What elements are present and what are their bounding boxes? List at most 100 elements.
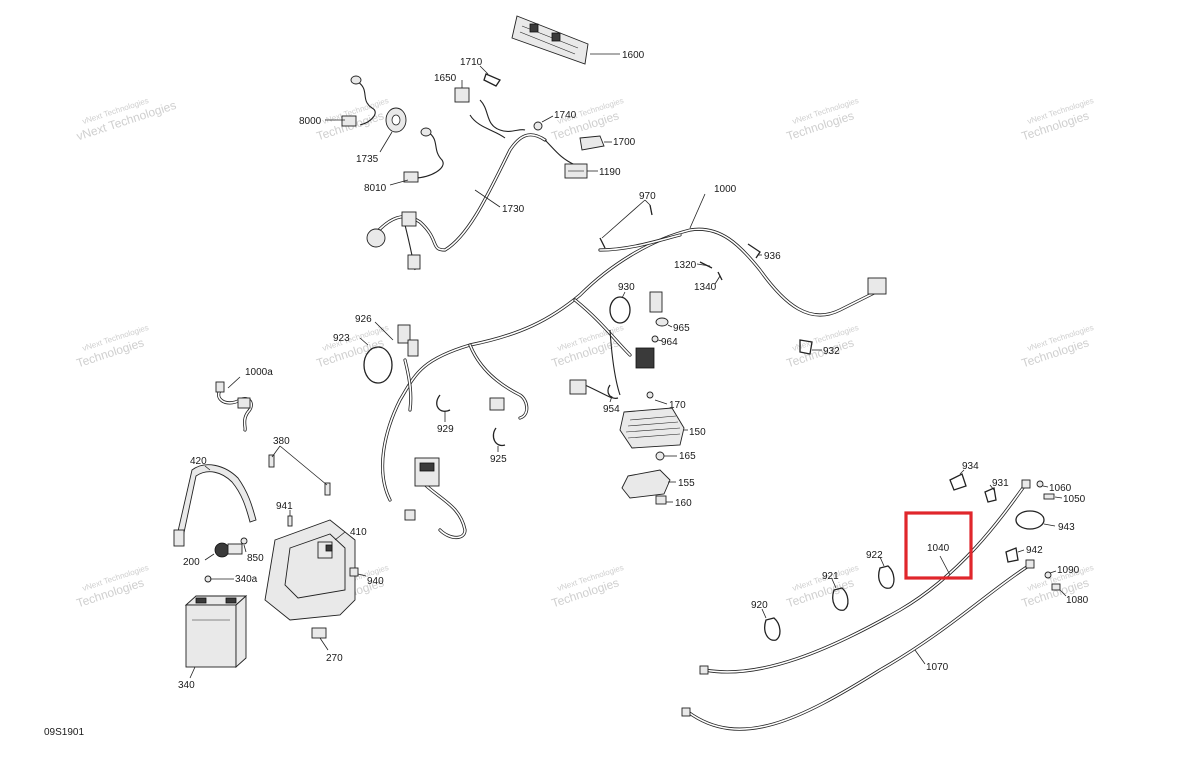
part-850-screw[interactable] [240, 537, 248, 553]
part-934-boot[interactable] [949, 469, 967, 491]
callout-965[interactable]: 965 [673, 323, 690, 334]
part-340a-screw[interactable] [204, 575, 234, 583]
callout-964[interactable]: 964 [661, 337, 678, 348]
part-420-strap[interactable] [173, 464, 257, 547]
part-922-boot[interactable] [878, 556, 895, 589]
part-1060-screw[interactable] [1036, 480, 1049, 488]
callout-941[interactable]: 941 [276, 501, 293, 512]
callout-936[interactable]: 936 [764, 251, 781, 262]
callout-929[interactable]: 929 [437, 424, 454, 435]
callout-931[interactable]: 931 [992, 478, 1009, 489]
part-936-clip[interactable] [747, 243, 762, 259]
part-1650-switch[interactable] [454, 80, 470, 103]
callout-160[interactable]: 160 [675, 498, 692, 509]
callout-925[interactable]: 925 [490, 454, 507, 465]
callout-1740[interactable]: 1740 [554, 110, 577, 121]
callout-922[interactable]: 922 [866, 550, 883, 561]
callout-1090[interactable]: 1090 [1057, 565, 1080, 576]
callout-1650[interactable]: 1650 [434, 73, 457, 84]
part-1040-cable[interactable] [699, 479, 1031, 675]
part-943-strap[interactable] [1015, 510, 1056, 530]
callout-1000a[interactable]: 1000a [245, 367, 273, 378]
part-380-bolt[interactable] [268, 445, 331, 496]
callout-1070[interactable]: 1070 [926, 662, 949, 673]
callout-380[interactable]: 380 [273, 436, 290, 447]
part-1000a-harness[interactable] [215, 376, 253, 432]
callout-165[interactable]: 165 [679, 451, 696, 462]
part-965-grommet[interactable] [655, 317, 673, 328]
part-1050-bolt[interactable] [1043, 493, 1063, 500]
part-941-bolt[interactable] [287, 510, 293, 527]
callout-1730[interactable]: 1730 [502, 204, 525, 215]
part-940-clip[interactable] [349, 567, 367, 577]
callout-8000[interactable]: 8000 [299, 116, 322, 127]
part-1600-module[interactable] [511, 15, 620, 65]
callout-1040[interactable]: 1040 [927, 543, 950, 554]
part-926-clip[interactable] [374, 321, 394, 341]
callout-1710[interactable]: 1710 [460, 57, 483, 68]
part-921-boot[interactable] [831, 578, 849, 611]
callout-1080[interactable]: 1080 [1066, 595, 1089, 606]
callout-921[interactable]: 921 [822, 571, 839, 582]
callout-926[interactable]: 926 [355, 314, 372, 325]
part-1190-relay[interactable] [564, 163, 598, 179]
callout-1060[interactable]: 1060 [1049, 483, 1072, 494]
harness-1730[interactable] [366, 99, 576, 271]
part-8010-connector[interactable] [389, 127, 444, 186]
callout-170[interactable]: 170 [669, 400, 686, 411]
callout-1320[interactable]: 1320 [674, 260, 697, 271]
part-170-screw[interactable] [646, 391, 668, 405]
callout-850[interactable]: 850 [247, 553, 264, 564]
callout-1735[interactable]: 1735 [356, 154, 379, 165]
callout-1050[interactable]: 1050 [1063, 494, 1086, 505]
callout-340a[interactable]: 340a [235, 574, 258, 585]
callout-1000[interactable]: 1000 [714, 184, 737, 195]
callout-932[interactable]: 932 [823, 346, 840, 357]
callout-340[interactable]: 340 [178, 680, 195, 691]
callout-420[interactable]: 420 [190, 456, 207, 467]
part-925-clip[interactable] [492, 427, 506, 452]
callout-200[interactable]: 200 [183, 557, 200, 568]
callout-920[interactable]: 920 [751, 600, 768, 611]
part-932-clip[interactable] [799, 339, 822, 355]
part-931-boot[interactable] [984, 484, 997, 503]
callout-1600[interactable]: 1600 [622, 50, 645, 61]
part-1090-screw[interactable] [1044, 570, 1057, 579]
callout-410[interactable]: 410 [350, 527, 367, 538]
callout-930[interactable]: 930 [618, 282, 635, 293]
part-410-tray[interactable] [264, 519, 356, 621]
part-155-bracket[interactable] [621, 469, 676, 499]
part-954-clip[interactable] [607, 384, 619, 403]
callout-150[interactable]: 150 [689, 427, 706, 438]
callout-934[interactable]: 934 [962, 461, 979, 472]
part-1700-connector[interactable] [579, 135, 612, 151]
part-200-fuse[interactable] [204, 542, 243, 561]
part-1710-clip[interactable] [479, 65, 501, 87]
part-150-regulator[interactable] [619, 407, 688, 449]
callout-270[interactable]: 270 [326, 653, 343, 664]
callout-1700[interactable]: 1700 [613, 137, 636, 148]
part-8000-connector[interactable] [325, 75, 376, 127]
callout-943[interactable]: 943 [1058, 522, 1075, 533]
callout-155[interactable]: 155 [678, 478, 695, 489]
part-929-clip[interactable] [436, 394, 451, 422]
part-923-strap[interactable] [359, 337, 393, 384]
callout-942[interactable]: 942 [1026, 545, 1043, 556]
callout-1190[interactable]: 1190 [599, 167, 621, 178]
callout-970[interactable]: 970 [639, 191, 656, 202]
part-1340-clip[interactable] [714, 271, 723, 285]
callout-1340[interactable]: 1340 [694, 282, 717, 293]
part-270-nut[interactable] [311, 627, 329, 651]
part-970-clip[interactable] [599, 199, 653, 249]
callout-923[interactable]: 923 [333, 333, 350, 344]
part-920-boot[interactable] [761, 608, 781, 641]
part-340-battery[interactable] [184, 594, 248, 679]
part-1080-nut[interactable] [1051, 583, 1067, 597]
part-160-nut[interactable] [655, 495, 673, 505]
part-942-boot[interactable] [1005, 547, 1025, 563]
callout-8010[interactable]: 8010 [364, 183, 387, 194]
part-930-ring[interactable] [609, 291, 631, 324]
harness-1000[interactable] [380, 193, 887, 540]
part-1070-cable[interactable] [681, 559, 1035, 731]
part-165-screw[interactable] [655, 451, 677, 461]
